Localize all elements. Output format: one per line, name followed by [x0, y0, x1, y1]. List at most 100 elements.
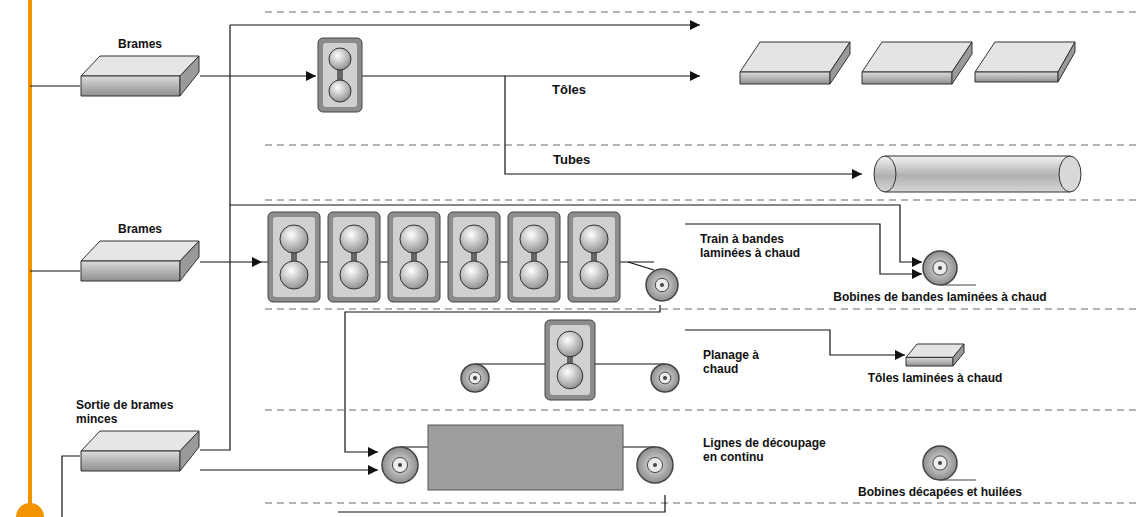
- separator-line: [265, 409, 1140, 411]
- separator-line: [265, 502, 1140, 504]
- coil-product: Bobines décapées et huilées: [922, 445, 958, 481]
- slab-node: Brames: [80, 240, 200, 282]
- separator-line: [265, 11, 1140, 13]
- coil-hub: [660, 283, 664, 287]
- rolling-stand: [388, 212, 440, 302]
- slab-side: [180, 241, 199, 281]
- feed-line: [30, 270, 80, 271]
- slab-top: [81, 431, 199, 451]
- thin-slab-node: Sortie de brames minces: [80, 430, 200, 472]
- node-text: Brames: [80, 222, 200, 236]
- coil-hub: [663, 376, 667, 380]
- flow-arrow: [230, 24, 700, 25]
- flow-arrow: [200, 261, 262, 262]
- coil-outer: [461, 364, 489, 392]
- coil-core: [647, 457, 662, 472]
- work-roll: [520, 225, 548, 253]
- slab-front: [81, 76, 180, 96]
- separator-line: [265, 144, 1140, 146]
- coil-symbol: [461, 364, 489, 392]
- slab-side: [180, 431, 199, 471]
- stand-window: [573, 217, 615, 297]
- rolling-stand: [318, 38, 362, 112]
- slab-front: [81, 261, 180, 281]
- stand-window: [333, 217, 375, 297]
- coil-hub: [473, 376, 477, 380]
- node-text: Lignes de découpage en continu: [703, 436, 843, 464]
- shape-outline: [455, 320, 685, 400]
- shape-outline: [905, 343, 965, 367]
- stand-housing: [568, 212, 620, 302]
- stand-housing: [268, 212, 320, 302]
- tube-edge: [885, 156, 1070, 157]
- coil-core: [392, 457, 407, 472]
- plate-front: [975, 72, 1058, 82]
- flow-label: Tubes: [553, 152, 590, 167]
- slab-top: [81, 241, 199, 261]
- flow-arrow: [685, 224, 922, 274]
- rolling-stand: [328, 212, 380, 302]
- flow-arrow: [200, 75, 316, 76]
- work-roll: [329, 80, 351, 102]
- stand-housing: [545, 320, 595, 400]
- hot-strip-mill: Train à bandes laminées à chaud: [262, 210, 685, 305]
- plate-side: [952, 42, 972, 84]
- coil-outer: [637, 447, 673, 483]
- coil-core: [655, 278, 668, 291]
- plate-side: [1058, 42, 1075, 82]
- coil-outer: [382, 447, 418, 483]
- tube: [874, 156, 1081, 192]
- node-text: Sortie de brames minces: [76, 398, 176, 426]
- stand-housing: [318, 38, 362, 112]
- node-text: Tôles laminées à chaud: [868, 371, 1003, 385]
- plate-product: Tôles laminées à chaud: [905, 343, 965, 367]
- tube-end: [1059, 156, 1081, 192]
- stand-housing: [448, 212, 500, 302]
- coil-hub: [398, 463, 402, 467]
- tube-edge: [885, 192, 1070, 193]
- slab-node: Brames: [80, 55, 200, 97]
- stand-window: [323, 43, 357, 107]
- coil-hub: [653, 463, 657, 467]
- dashed-separators: [265, 12, 1140, 503]
- plate-side: [953, 344, 964, 366]
- coil-core: [469, 372, 481, 384]
- slab-top: [81, 56, 199, 76]
- shape-outline: [80, 240, 200, 282]
- work-roll: [580, 261, 608, 289]
- coil-symbol: [651, 364, 679, 392]
- stand-window: [550, 325, 590, 395]
- node-text: Train à bandes laminées à chaud: [700, 232, 812, 260]
- shape-outline: [80, 55, 200, 97]
- work-roll: [400, 225, 428, 253]
- coil-core: [933, 261, 947, 275]
- coil-symbol: [646, 269, 678, 301]
- work-roll: [400, 261, 428, 289]
- flow-arrow: [200, 469, 378, 470]
- work-roll: [520, 261, 548, 289]
- stand-window: [513, 217, 555, 297]
- coil-core: [933, 456, 947, 470]
- coil-symbol: [637, 447, 673, 483]
- feed-line: [30, 85, 80, 86]
- rolling-stand: [545, 320, 595, 400]
- strip-line: [628, 262, 654, 270]
- shape-outline: [80, 430, 200, 472]
- shape-outline: [262, 210, 685, 305]
- work-roll: [557, 363, 583, 389]
- stand-window: [273, 217, 315, 297]
- rolling-stand: [448, 212, 500, 302]
- return-line: [338, 495, 665, 512]
- work-roll: [580, 225, 608, 253]
- plate-front: [906, 357, 953, 366]
- stand-housing: [508, 212, 560, 302]
- work-roll: [280, 225, 308, 253]
- coil-hub: [938, 266, 942, 270]
- plate-side: [830, 42, 850, 84]
- plate-front: [862, 72, 952, 84]
- node-text: Brames: [80, 37, 200, 51]
- hot-leveller: Planage à chaud: [455, 320, 685, 400]
- flow-arrow: [362, 75, 700, 76]
- coil-symbol: [923, 446, 976, 480]
- coil-outer: [646, 269, 678, 301]
